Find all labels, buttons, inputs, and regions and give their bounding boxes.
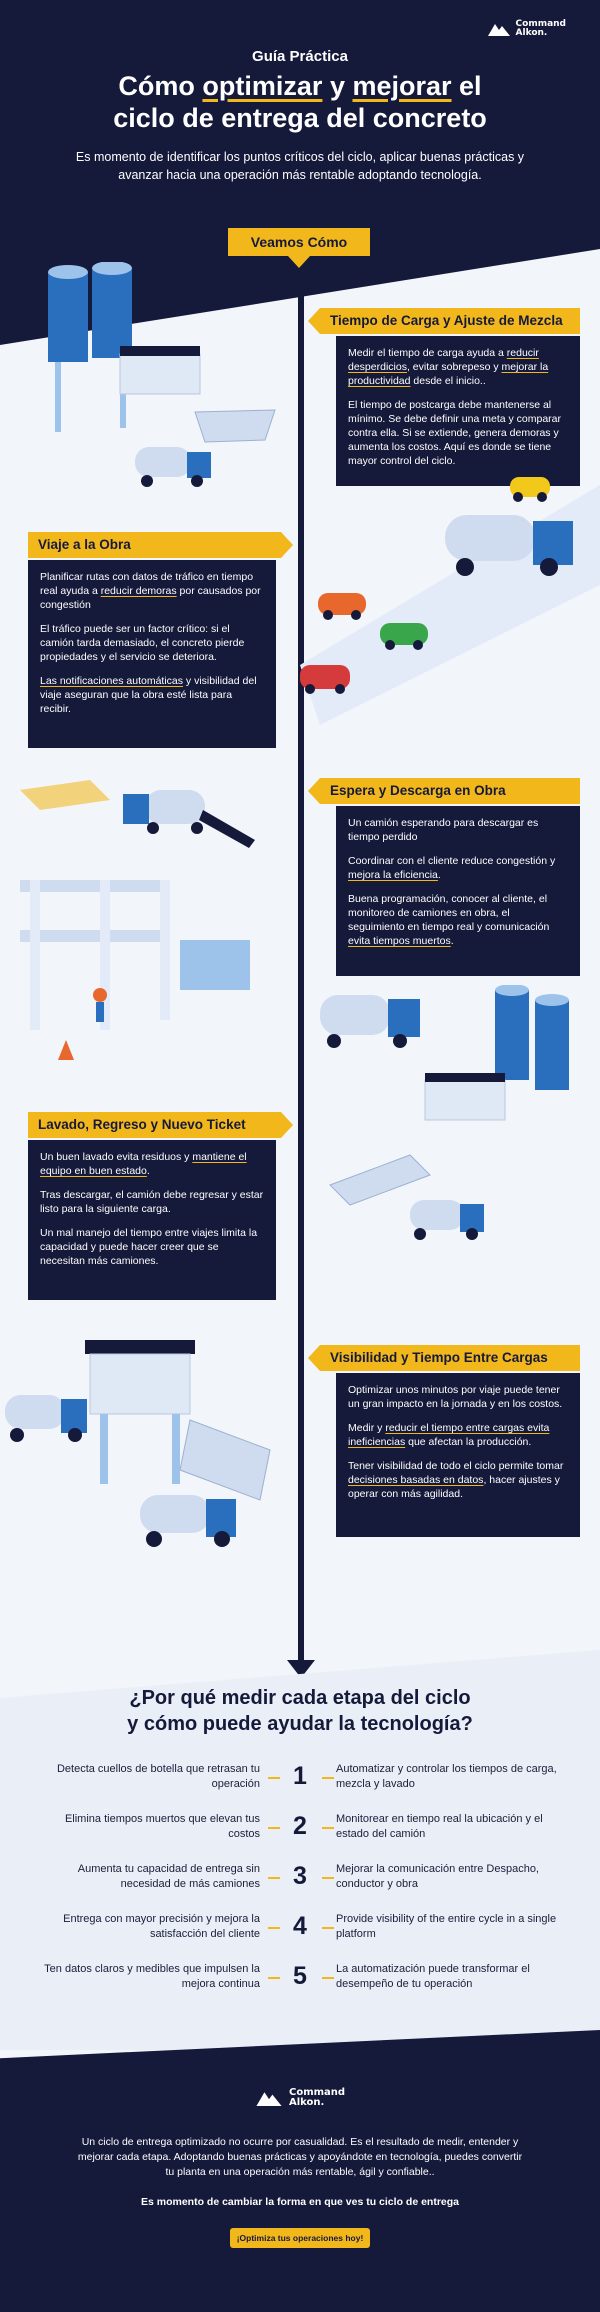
why-row: Detecta cuellos de botella que retrasan …	[40, 1760, 560, 1796]
step-card-espera-y-descarga: Un camión esperando para descargar es ti…	[336, 806, 580, 976]
footer-text: Un ciclo de entrega optimizado no ocurre…	[77, 2136, 523, 2178]
step-card-lavado-regreso: Un buen lavado evita residuos y mantiene…	[28, 1140, 276, 1300]
page-subtitle: Es momento de identificar los puntos crí…	[75, 150, 525, 182]
why-row-technology: Provide visibility of the entire cycle i…	[336, 1913, 557, 1940]
why-section	[0, 1650, 600, 2050]
why-row: Ten datos claros y medibles que impulsen…	[40, 1960, 560, 1996]
command-alkon-logo-icon	[487, 24, 510, 36]
header: Command Alkon. Guía Práctica Cómo optimi…	[0, 0, 600, 225]
why-row: Aumenta tu capacidad de entrega sin nece…	[40, 1860, 560, 1896]
step-tag-espera-y-descarga: Espera y Descarga en Obra	[308, 778, 580, 804]
why-row-number: 2	[293, 1812, 307, 1840]
step-card-tiempo-de-carga: Medir el tiempo de carga ayuda a reducir…	[336, 336, 580, 486]
why-row: Elimina tiempos muertos que elevan tus c…	[40, 1810, 560, 1846]
footer-tagline: Es momento de cambiar la forma en que ve…	[140, 2196, 459, 2208]
why-row: Entrega con mayor precisión y mejora la …	[40, 1910, 560, 1946]
why-row-technology: Mejorar la comunicación entre Despacho, …	[336, 1863, 539, 1890]
why-row-technology: La automatización puede transformar el d…	[336, 1963, 530, 1990]
command-alkon-logo-icon	[256, 2092, 282, 2106]
guide-kicker: Guía Práctica	[252, 48, 348, 65]
why-row-number: 1	[293, 1762, 307, 1790]
step-tag-tiempo-de-carga: Tiempo de Carga y Ajuste de Mezcla	[308, 308, 580, 334]
brand-name-line1: Command	[515, 19, 566, 29]
washout-illustration	[320, 985, 569, 1240]
construction-site-illustration	[20, 780, 255, 1060]
why-row-benefit: Elimina tiempos muertos que elevan tus c…	[64, 1813, 260, 1840]
why-row-technology: Monitorear en tiempo real la ubicación y…	[336, 1813, 543, 1840]
optimize-cta-button[interactable]: ¡Optimiza tus operaciones hoy!	[230, 2228, 370, 2248]
batch-plant-illustration	[48, 262, 276, 487]
why-row-number: 3	[293, 1862, 307, 1890]
why-row-benefit: Entrega con mayor precisión y mejora la …	[63, 1913, 260, 1940]
step-tag-viaje-a-la-obra: Viaje a la Obra	[28, 532, 293, 558]
traffic-illustration	[300, 477, 600, 725]
brand-logo[interactable]: Command Alkon.	[487, 19, 566, 38]
title-highlight-optimizar: optimizar	[202, 71, 323, 101]
why-row-number: 5	[293, 1962, 307, 1990]
why-row-benefit: Ten datos claros y medibles que impulsen…	[44, 1963, 260, 1990]
veamos-como-banner: Veamos Cómo	[228, 228, 370, 268]
timeline-line	[298, 270, 304, 1670]
loading-plant-illustration	[5, 1340, 271, 1547]
why-row-technology: Automatizar y controlar los tiempos de c…	[336, 1763, 557, 1790]
why-row-number: 4	[293, 1912, 307, 1940]
footer-brand-line1: Command	[289, 2087, 346, 2098]
why-row-benefit: Aumenta tu capacidad de entrega sin nece…	[77, 1863, 260, 1890]
step-tag-visibilidad: Visibilidad y Tiempo Entre Cargas	[308, 1345, 580, 1371]
step-card-visibilidad: Optimizar unos minutos por viaje puede t…	[336, 1373, 580, 1537]
why-row-benefit: Detecta cuellos de botella que retrasan …	[56, 1763, 260, 1790]
why-title: ¿Por qué medir cada etapa del ciclo y có…	[127, 1687, 473, 1735]
brand-name-line2: Alkon.	[515, 28, 548, 38]
step-tag-lavado-regreso: Lavado, Regreso y Nuevo Ticket	[28, 1112, 293, 1138]
page-title: Cómo optimizar y mejorar el ciclo de ent…	[113, 71, 487, 133]
footer	[0, 2030, 600, 2312]
footer-brand-line2: Alkon.	[289, 2097, 325, 2108]
footer-brand-logo[interactable]: Command Alkon.	[255, 2088, 345, 2108]
step-card-viaje-a-la-obra: Planificar rutas con datos de tráfico en…	[28, 560, 276, 748]
title-highlight-mejorar: mejorar	[352, 71, 452, 101]
title-line2: ciclo de entrega del concreto	[113, 103, 487, 133]
